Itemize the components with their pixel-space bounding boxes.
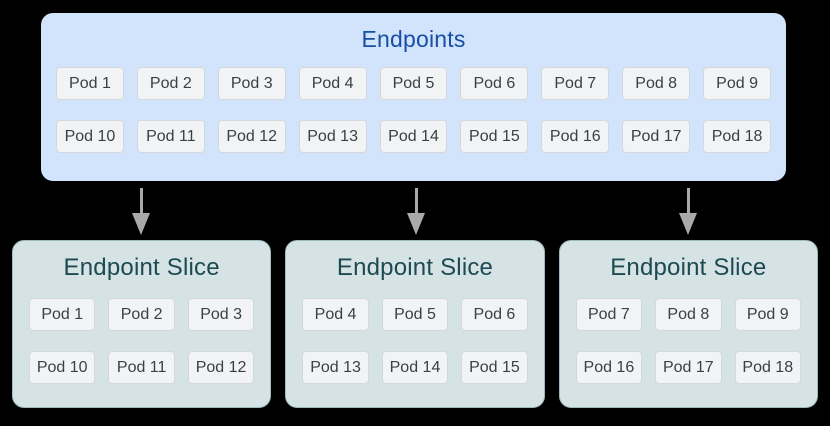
arrow-stem: [686, 188, 690, 213]
endpoints-title: Endpoints: [361, 26, 466, 52]
pod-box: Pod 9: [734, 298, 801, 331]
pod-box: Pod 16: [575, 351, 643, 384]
pod-box: Pod 18: [734, 351, 801, 384]
slice-pod-grid: Pod 7 Pod 8 Pod 9 Pod 16 Pod 17 Pod 18: [560, 298, 817, 384]
pod-box: Pod 17: [655, 351, 722, 384]
pod-box: Pod 10: [56, 120, 124, 153]
pod-box: Pod 4: [302, 298, 369, 331]
arrow-head: [679, 213, 697, 235]
pod-box: Pod 12: [187, 351, 255, 384]
pod-box: Pod 14: [381, 351, 449, 384]
arrow-head: [132, 213, 150, 235]
slice-pod-row-1: Pod 7 Pod 8 Pod 9: [575, 298, 801, 331]
slice-pod-row-1: Pod 4 Pod 5 Pod 6: [302, 298, 528, 331]
endpoints-pod-row-2: Pod 10 Pod 11 Pod 12 Pod 13 Pod 14 Pod 1…: [56, 120, 772, 153]
pod-box: Pod 18: [703, 120, 772, 153]
pod-box: Pod 3: [217, 67, 286, 100]
down-arrow-icon: [407, 188, 425, 235]
pod-box: Pod 15: [461, 351, 528, 384]
pod-box: Pod 7: [541, 67, 610, 100]
endpoint-slice-box-1: Endpoint Slice Pod 1 Pod 2 Pod 3 Pod 10 …: [12, 240, 272, 408]
pod-box: Pod 11: [108, 351, 175, 384]
endpoint-slice-box-2: Endpoint Slice Pod 4 Pod 5 Pod 6 Pod 13 …: [285, 240, 545, 408]
pod-box: Pod 4: [298, 67, 367, 100]
pod-box: Pod 17: [622, 120, 691, 153]
slice-pod-grid: Pod 1 Pod 2 Pod 3 Pod 10 Pod 11 Pod 12: [13, 298, 270, 384]
pod-box: Pod 8: [655, 298, 722, 331]
pod-box: Pod 9: [703, 67, 772, 100]
pod-box: Pod 7: [575, 298, 643, 331]
arrow-head: [407, 213, 425, 235]
pod-box: Pod 1: [29, 298, 96, 331]
down-arrow-icon: [679, 188, 697, 235]
slice-pod-row-2: Pod 16 Pod 17 Pod 18: [575, 351, 801, 384]
endpoint-slice-title: Endpoint Slice: [610, 254, 767, 281]
pod-box: Pod 8: [622, 67, 691, 100]
pod-box: Pod 2: [108, 298, 175, 331]
endpoint-slice-box-3: Endpoint Slice Pod 7 Pod 8 Pod 9 Pod 16 …: [558, 240, 818, 408]
slice-pod-row-2: Pod 13 Pod 14 Pod 15: [302, 351, 528, 384]
pod-box: Pod 1: [56, 67, 124, 100]
pod-box: Pod 14: [379, 120, 448, 153]
pod-box: Pod 6: [460, 67, 529, 100]
pod-box: Pod 10: [29, 351, 96, 384]
endpoint-slice-title: Endpoint Slice: [336, 254, 494, 281]
down-arrow-icon: [132, 188, 150, 235]
arrow-stem: [139, 188, 143, 213]
pod-box: Pod 2: [136, 67, 205, 100]
pod-box: Pod 5: [381, 298, 449, 331]
slice-pod-row-2: Pod 10 Pod 11 Pod 12: [29, 351, 255, 384]
pod-box: Pod 5: [379, 67, 448, 100]
slice-pod-row-1: Pod 1 Pod 2 Pod 3: [29, 298, 255, 331]
pod-box: Pod 15: [460, 120, 529, 153]
pod-box: Pod 13: [302, 351, 369, 384]
pod-box: Pod 11: [136, 120, 205, 153]
pod-box: Pod 6: [461, 298, 528, 331]
endpoints-pod-row-1: Pod 1 Pod 2 Pod 3 Pod 4 Pod 5 Pod 6 Pod …: [56, 67, 772, 100]
slice-pod-grid: Pod 4 Pod 5 Pod 6 Pod 13 Pod 14 Pod 15: [286, 298, 543, 384]
endpoint-slices-row: Endpoint Slice Pod 1 Pod 2 Pod 3 Pod 10 …: [12, 240, 818, 408]
pod-box: Pod 13: [298, 120, 367, 153]
endpoints-pod-grid: Pod 1 Pod 2 Pod 3 Pod 4 Pod 5 Pod 6 Pod …: [56, 67, 772, 153]
pod-box: Pod 16: [541, 120, 610, 153]
endpoint-slice-title: Endpoint Slice: [63, 254, 220, 281]
arrow-stem: [414, 188, 418, 213]
pod-box: Pod 12: [217, 120, 286, 153]
pod-box: Pod 3: [187, 298, 255, 331]
endpoints-box: Endpoints Pod 1 Pod 2 Pod 3 Pod 4 Pod 5 …: [41, 13, 786, 181]
